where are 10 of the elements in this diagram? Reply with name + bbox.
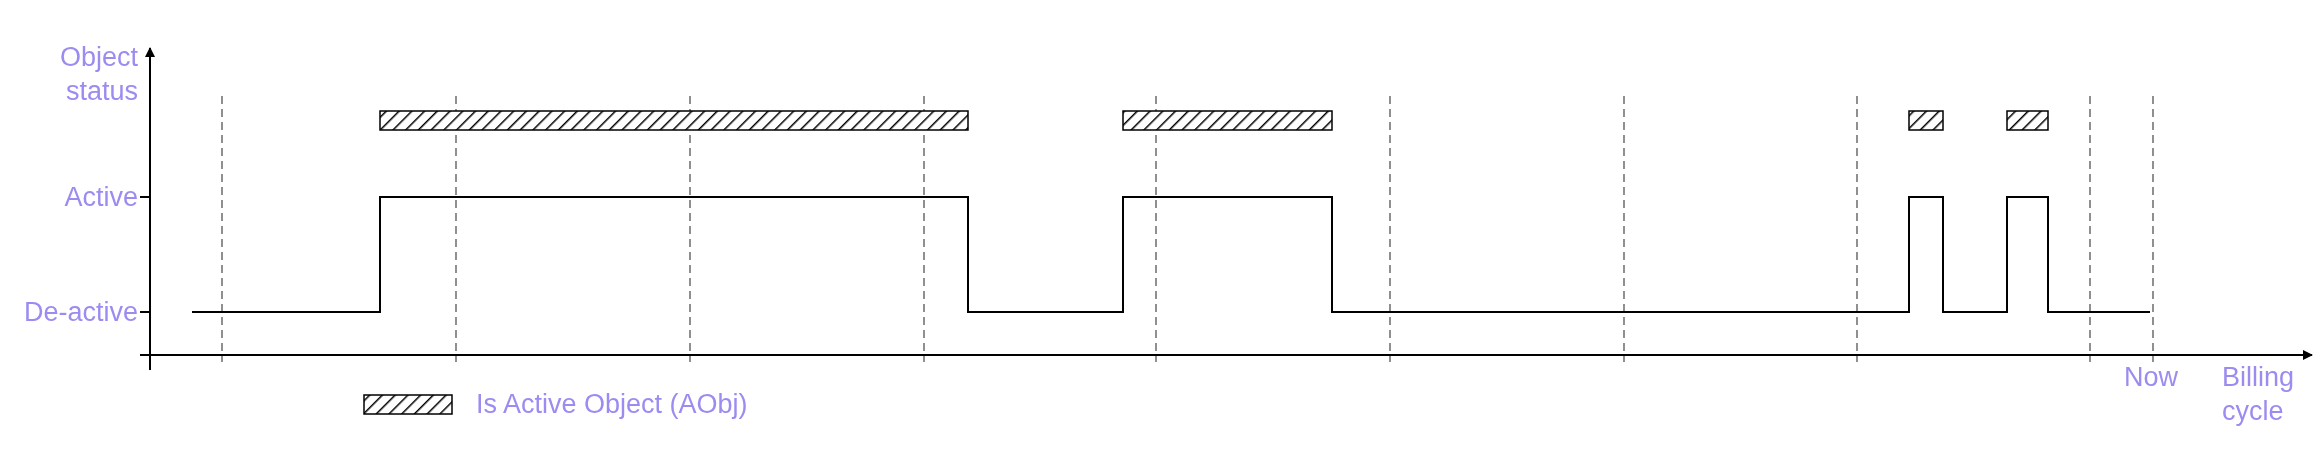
axis-label: Object status [58, 41, 138, 108]
hatched-bar [1122, 110, 1333, 131]
axis-label: Now [2124, 361, 2178, 394]
level-label: Active [64, 181, 138, 214]
level-label: De-active [23, 296, 138, 329]
axis-label: Billing cycle [2222, 361, 2296, 428]
legend-text: Is Active Object (AObj) [476, 388, 748, 421]
hatched-bar [2006, 110, 2049, 131]
hatched-bar [379, 110, 969, 131]
hatched-bar [1908, 110, 1944, 131]
